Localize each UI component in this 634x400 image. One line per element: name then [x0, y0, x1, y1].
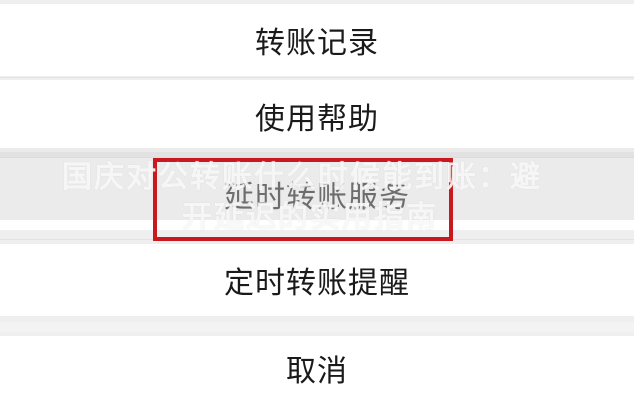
cancel-button[interactable]: 取消	[0, 336, 634, 400]
section-gap	[0, 322, 634, 332]
menu-item-label: 转账记录	[255, 26, 379, 61]
menu-item-delayed-transfer[interactable]: 延时转账服务	[0, 158, 634, 230]
cancel-label: 取消	[286, 354, 348, 389]
menu-item-label: 使用帮助	[255, 102, 379, 137]
divider	[0, 157, 634, 158]
menu-item-transfer-records[interactable]: 转账记录	[0, 4, 634, 76]
menu-item-usage-help[interactable]: 使用帮助	[0, 80, 634, 152]
divider	[0, 239, 634, 240]
divider	[0, 77, 634, 78]
menu-item-label: 延时转账服务	[224, 180, 410, 215]
menu-item-label: 定时转账提醒	[224, 266, 410, 301]
menu-item-scheduled-reminder[interactable]: 定时转账提醒	[0, 244, 634, 316]
